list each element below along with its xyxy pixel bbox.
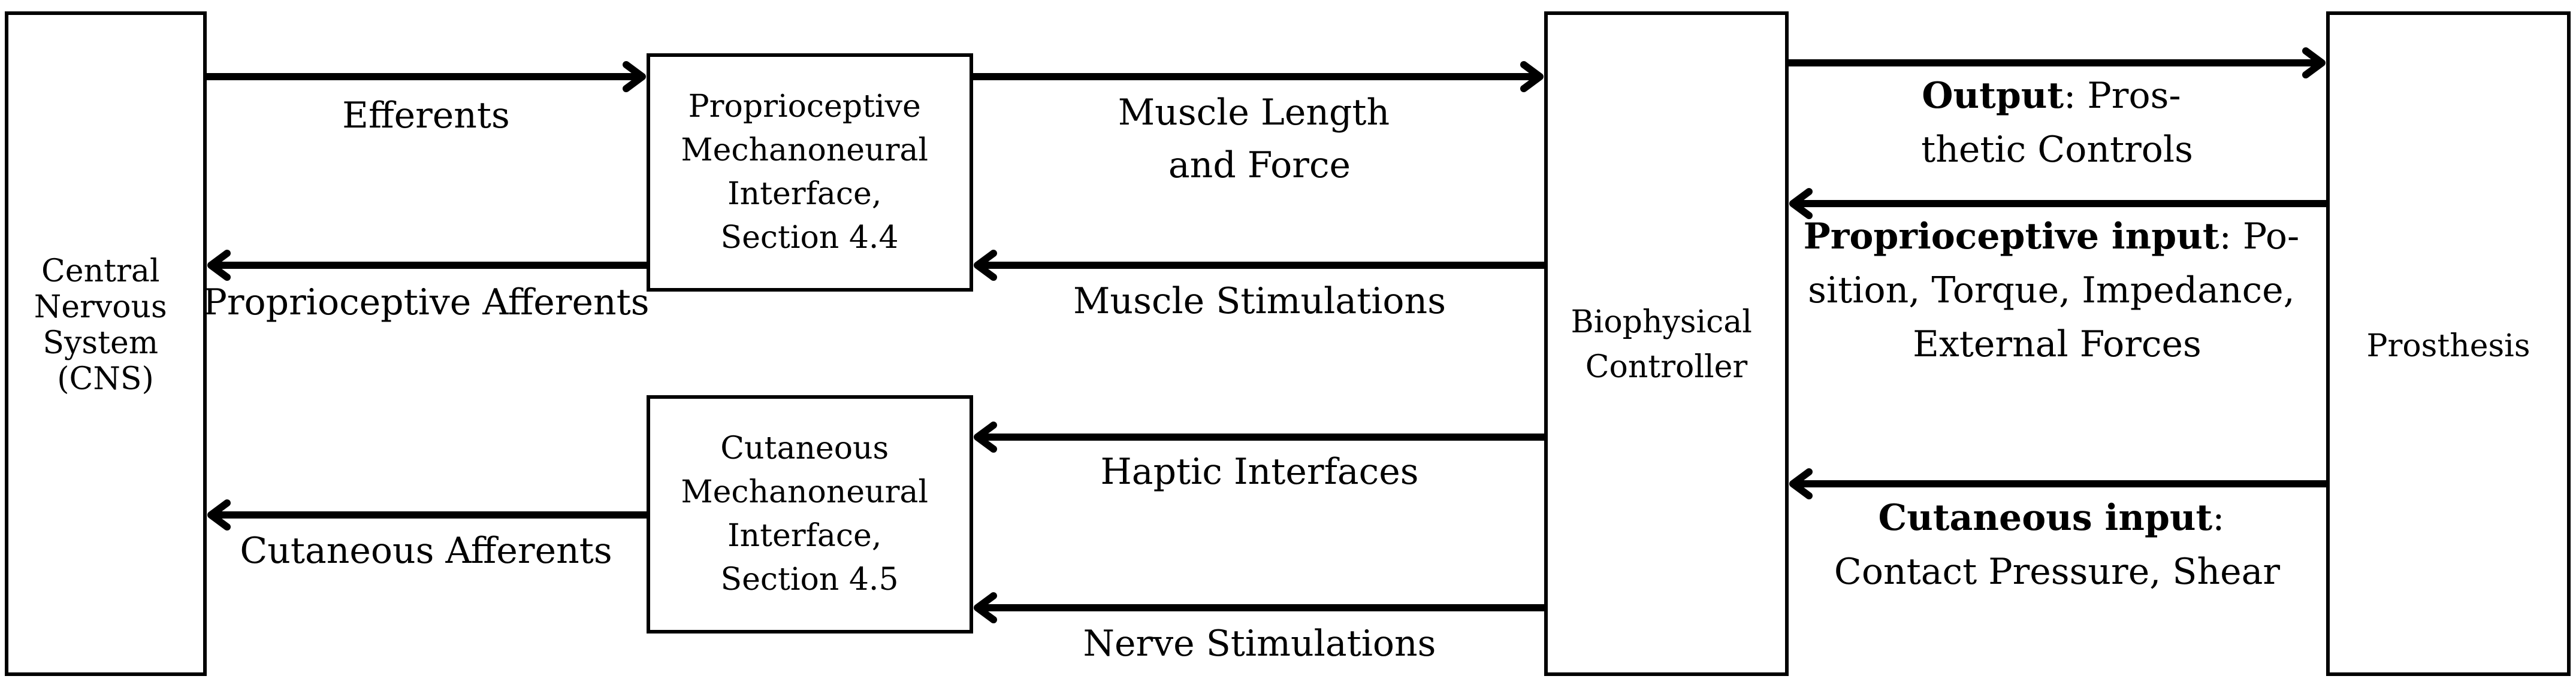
muscle-length-force-label: Muscle Length and Force (1118, 92, 1401, 186)
proprioceptive-input-label: Proprioceptive input: Po- sition, Torque… (1804, 216, 2311, 365)
muscle-length-force-arrow (971, 61, 1544, 92)
cutaneous-interface-box: Cutaneous Mechanoneural Interface, Secti… (647, 395, 973, 633)
muscle-stimulations-label: Muscle Stimulations (1073, 280, 1446, 322)
cns-box: Central Nervous System (CNS) (5, 11, 207, 676)
cutaneous-input-arrow (1789, 468, 2328, 499)
proprioceptive-input-arrow (1789, 188, 2328, 219)
prosthesis-label: Prosthesis (2367, 328, 2530, 364)
cutaneous-afferents-arrow (207, 499, 648, 531)
efferents-arrow (205, 61, 646, 92)
output-arrow (1787, 47, 2326, 78)
output-label: Output: Pros- thetic Controls (1921, 75, 2193, 171)
nerve-stimulations-arrow (974, 592, 1546, 623)
muscle-stimulations-arrow (974, 250, 1546, 281)
proprioceptive-interface-label: Proprioceptive Mechanoneural Interface, … (681, 89, 938, 256)
nerve-stimulations-label: Nerve Stimulations (1083, 623, 1436, 665)
cutaneous-interface-label: Cutaneous Mechanoneural Interface, Secti… (681, 431, 938, 598)
biophysical-controller-label: Biophysical Controller (1571, 304, 1762, 385)
cns-label: Central Nervous System (CNS) (34, 253, 177, 397)
cutaneous-input-label: Cutaneous input: Contact Pressure, Shear (1834, 497, 2280, 593)
prosthesis-box: Prosthesis (2326, 11, 2571, 676)
biophysical-controller-box: Biophysical Controller (1544, 11, 1789, 676)
efferents-label: Efferents (342, 95, 510, 137)
proprioceptive-interface-box: Proprioceptive Mechanoneural Interface, … (647, 53, 973, 292)
proprioceptive-afferents-arrow (207, 250, 648, 281)
haptic-interfaces-arrow (974, 422, 1546, 453)
proprioceptive-afferents-label: Proprioceptive Afferents (203, 281, 649, 323)
haptic-interfaces-label: Haptic Interfaces (1100, 451, 1418, 493)
cutaneous-afferents-label: Cutaneous Afferents (240, 530, 612, 572)
